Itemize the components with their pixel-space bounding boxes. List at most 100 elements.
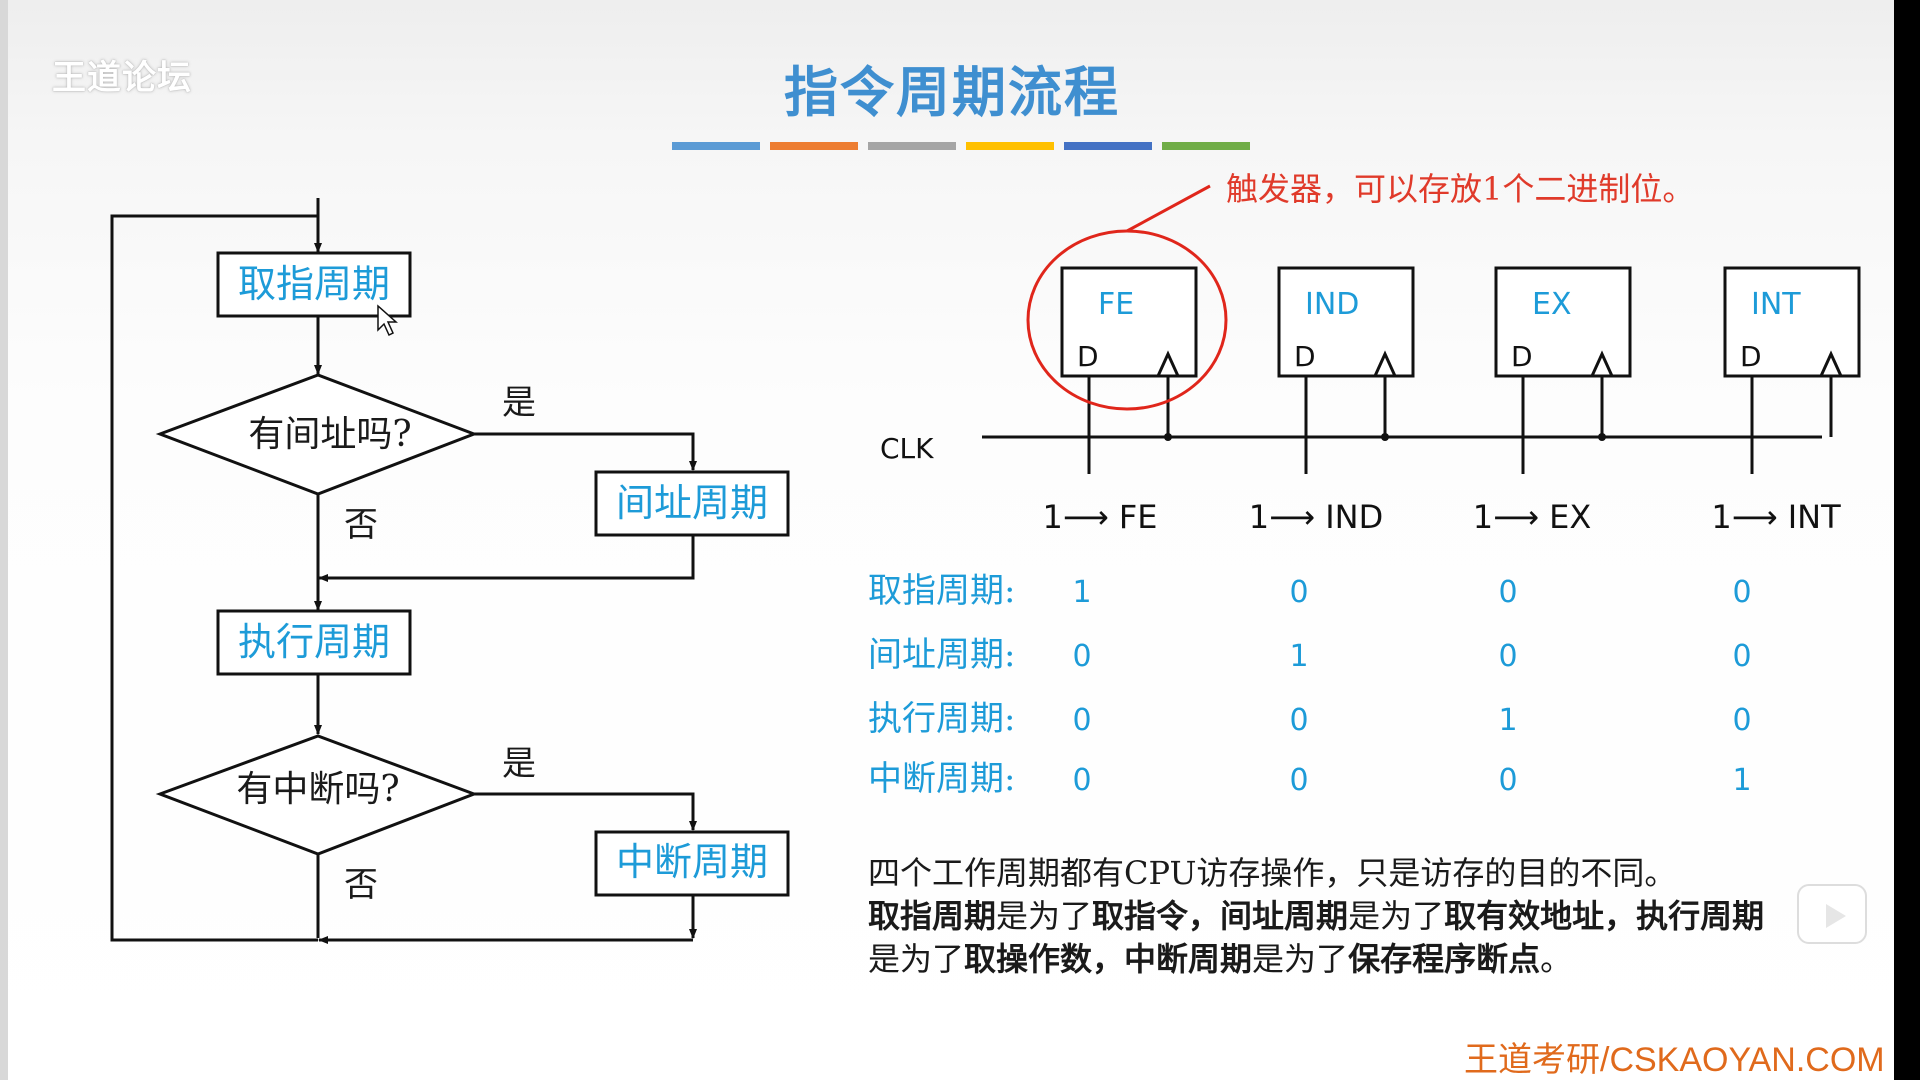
state-value: 0 [1732, 639, 1751, 674]
summary-execute: ，执行周期 [1604, 897, 1765, 935]
summary-paragraph: 四个工作周期都有CPU访存操作，只是访存的目的不同。 取指周期是为了取指令，间址… [868, 852, 1788, 981]
clock-input-triangle [1819, 350, 1843, 377]
title-bar-4 [966, 142, 1054, 150]
state-table: 取指周期: 1 0 0 0 间址周期: 0 1 0 0 执行周期: 0 0 1 0 中断周期: 0 0 0 1 [868, 571, 1752, 799]
flipflop-name: IND [1305, 287, 1359, 322]
indirect-no-label: 否 [344, 505, 378, 545]
state-value: 0 [1289, 575, 1308, 610]
state-value: 1 [1072, 575, 1091, 610]
flipflop-box [1277, 266, 1415, 378]
highlight-pointer-line [1126, 184, 1211, 233]
summary-indirect: ，间址周期 [1188, 897, 1349, 935]
watermark-logo: 王道论坛 [52, 58, 192, 98]
summary-interrupt: ，中断周期 [1092, 940, 1253, 978]
state-row-label: 取指周期: [868, 571, 1015, 611]
indirect-return-line [318, 535, 695, 582]
title-bar-6 [1162, 142, 1250, 150]
set-label-ind: 1⟶ IND [1249, 498, 1383, 536]
interrupt-question-label: 有中断吗? [236, 769, 399, 810]
state-row: 中断周期: 0 0 0 1 [868, 759, 1752, 799]
state-value: 0 [1072, 639, 1091, 674]
execute-cycle-label: 执行周期 [238, 620, 390, 664]
state-value: 0 [1732, 703, 1751, 738]
state-row-label: 中断周期: [868, 759, 1015, 799]
state-value: 0 [1498, 575, 1517, 610]
clock-input-triangle [1373, 350, 1397, 377]
summary-line-2: 取指周期是为了取指令，间址周期是为了取有效地址，执行周期是为了取操作数，中断周期… [868, 895, 1788, 981]
interrupt-cycle-label: 中断周期 [616, 840, 768, 884]
flowchart [110, 198, 790, 944]
state-value: 0 [1289, 763, 1308, 798]
summary-t1: 是为了 [996, 897, 1093, 935]
interrupt-yes-label: 是 [502, 744, 536, 784]
summary-execute-purpose: 取操作数 [964, 940, 1093, 978]
flipflop-d-label: D [1294, 340, 1316, 373]
indirect-yes-label: 是 [502, 383, 536, 423]
slide-title: 指令周期流程 [784, 60, 1120, 124]
summary-indirect-purpose: 取有效地址 [1444, 897, 1605, 935]
title-bar-3 [868, 142, 956, 150]
flipflop-d-label: D [1511, 340, 1533, 373]
summary-interrupt-purpose: 保存程序断点 [1348, 940, 1541, 978]
flipflop-box [1723, 266, 1861, 378]
state-row-label: 执行周期: [868, 699, 1015, 739]
mouse-cursor-icon [377, 304, 398, 337]
flipflop-name: INT [1751, 287, 1801, 322]
right-edge-strip [1894, 0, 1920, 1080]
interrupt-yes-line [474, 792, 697, 831]
summary-line-1: 四个工作周期都有CPU访存操作，只是访存的目的不同。 [868, 854, 1677, 892]
summary-t2: 是为了 [1348, 897, 1445, 935]
title-bar-1 [672, 142, 760, 150]
loop-back-line [110, 214, 318, 942]
state-value: 0 [1732, 575, 1751, 610]
junction-dot [1164, 433, 1172, 441]
clock-input-triangle [1156, 350, 1180, 377]
interrupt-cycle-box [594, 830, 790, 897]
set-label-ex: 1⟶ EX [1473, 498, 1592, 536]
state-value: 0 [1072, 763, 1091, 798]
state-value: 0 [1072, 703, 1091, 738]
state-value: 1 [1498, 703, 1517, 738]
execute-cycle-box [216, 609, 412, 676]
flipflop-name: EX [1532, 287, 1572, 322]
summary-end: 。 [1540, 940, 1573, 978]
summary-fetch: 取指周期 [868, 897, 997, 935]
clock-input-triangle [1590, 350, 1614, 377]
flipflop-d-label: D [1077, 340, 1099, 373]
state-value: 1 [1289, 639, 1308, 674]
state-row: 间址周期: 0 1 0 0 [868, 635, 1752, 675]
set-label-fe: 1⟶ FE [1042, 498, 1157, 536]
state-value: 1 [1732, 763, 1751, 798]
flipflop-ind: IND D 1⟶ IND [1249, 266, 1415, 536]
play-icon [1826, 904, 1846, 928]
flipflop-fe: FE D 1⟶ FE [1042, 266, 1198, 536]
indirect-question-label: 有间址吗? [248, 414, 411, 455]
flipflop-name: FE [1098, 287, 1134, 322]
summary-t3: 是为了 [868, 940, 965, 978]
state-value: 0 [1498, 763, 1517, 798]
junction-dot [1598, 433, 1606, 441]
play-button[interactable] [1797, 884, 1867, 944]
flipflop-box [1494, 266, 1632, 378]
junction-dot [1381, 433, 1389, 441]
flipflop-note: 触发器，可以存放1个二进制位。 [1226, 170, 1694, 208]
indirect-cycle-label: 间址周期 [616, 481, 768, 525]
indirect-yes-line [474, 432, 697, 471]
title-bar-5 [1064, 142, 1152, 150]
interrupt-no-label: 否 [344, 865, 378, 905]
state-row: 执行周期: 0 0 1 0 [868, 699, 1752, 739]
flipflop-box [1060, 266, 1198, 378]
state-row-label: 间址周期: [868, 635, 1015, 675]
state-value: 0 [1289, 703, 1308, 738]
state-row: 取指周期: 1 0 0 0 [868, 571, 1752, 611]
set-label-int: 1⟶ INT [1711, 498, 1841, 536]
title-bar-2 [770, 142, 858, 150]
summary-t4: 是为了 [1252, 940, 1349, 978]
clk-label: CLK [880, 432, 934, 465]
state-value: 0 [1498, 639, 1517, 674]
fetch-cycle-label: 取指周期 [238, 262, 390, 306]
left-edge-strip [0, 0, 8, 1080]
